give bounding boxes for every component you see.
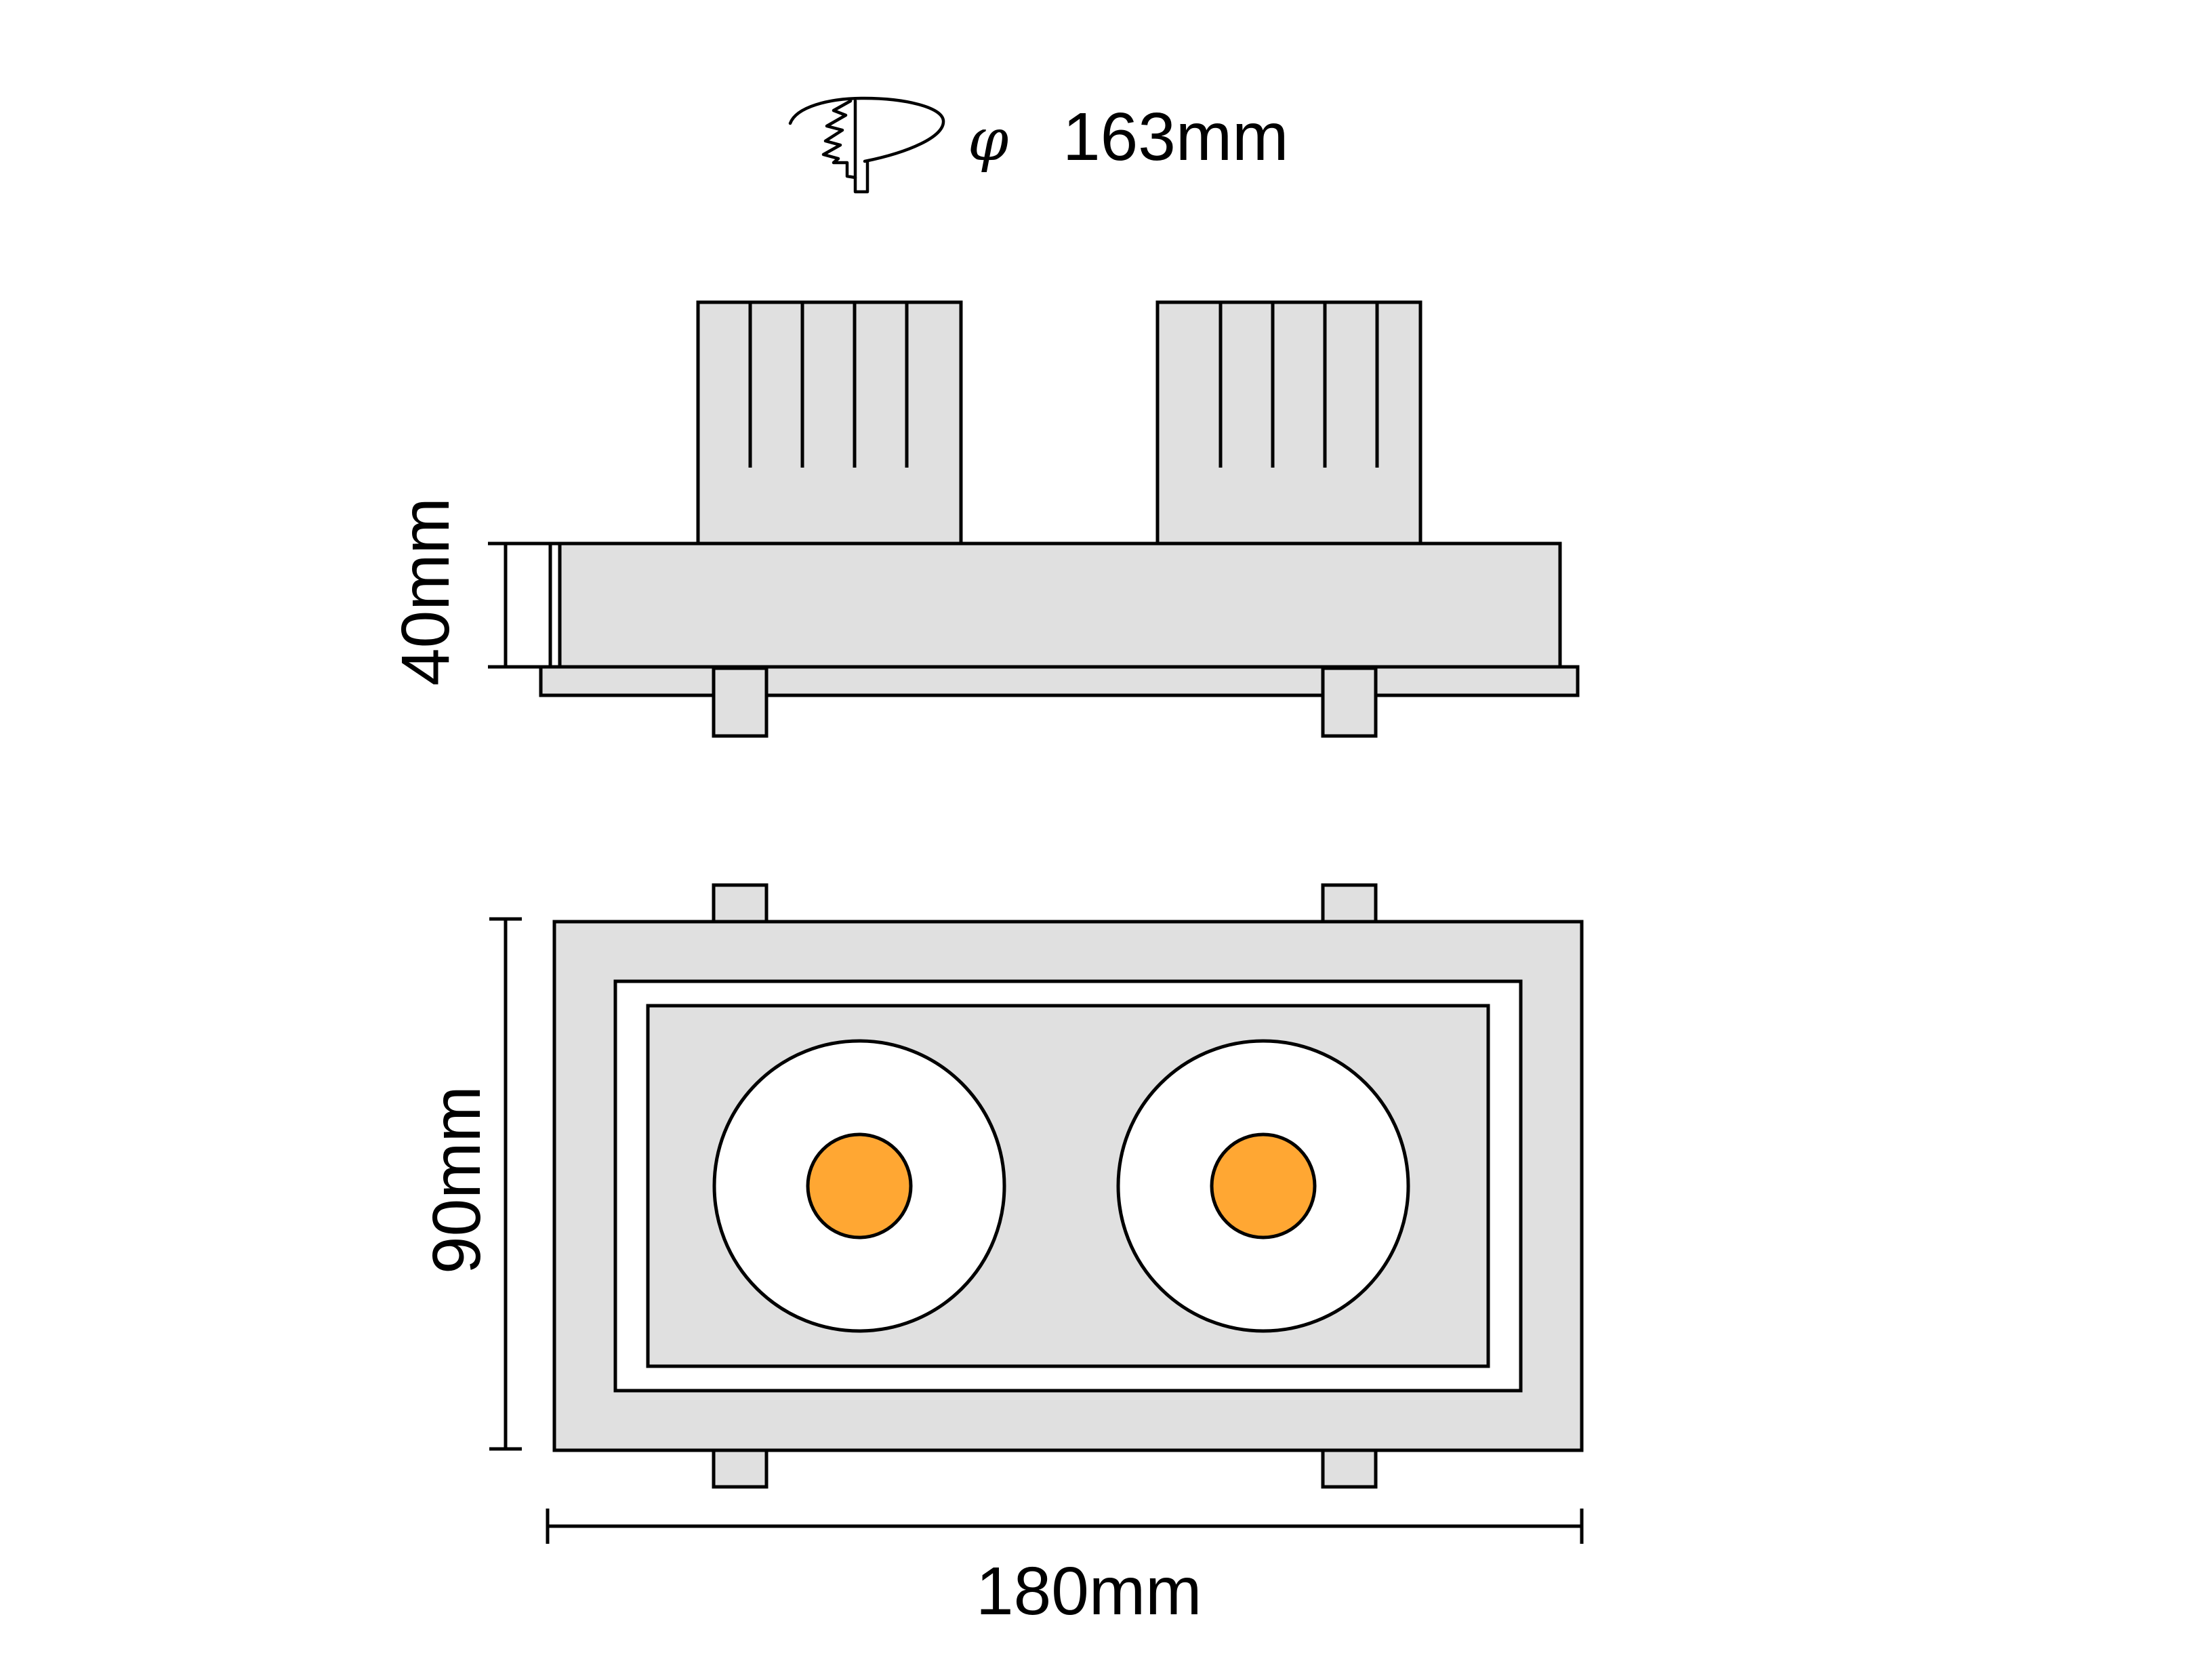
front-clip-bottom-left — [712, 1448, 769, 1489]
spring-clip-right — [1321, 666, 1378, 738]
cutout-diameter-symbol: φ — [968, 106, 1008, 174]
heat-sink-right-fins — [1218, 302, 1379, 468]
side-view: 40mm — [388, 300, 1580, 738]
depth-dimension-label: 90mm — [419, 1086, 495, 1274]
lamp-right — [1116, 1039, 1410, 1333]
lamp-left — [712, 1039, 1006, 1333]
height-dimension — [488, 541, 560, 669]
front-view: 90mm 180mm — [419, 883, 1584, 1629]
ceiling-cutout-icon — [788, 96, 945, 194]
housing-bezel — [539, 665, 1580, 697]
height-dimension-label: 40mm — [388, 497, 464, 686]
lamp-right-led — [1210, 1132, 1317, 1240]
front-clip-bottom-right — [1321, 1448, 1378, 1489]
heat-sink-left — [696, 300, 963, 546]
width-dimension-label: 180mm — [976, 1553, 1202, 1629]
width-dimension — [546, 1509, 1584, 1544]
housing-body — [558, 541, 1562, 669]
spring-clip-left — [712, 666, 769, 738]
front-clip-top-left — [712, 883, 769, 924]
heat-sink-left-fins — [748, 302, 909, 468]
cutout-indicator: φ 163mm — [788, 96, 1288, 194]
heat-sink-right — [1155, 300, 1422, 546]
cutout-diameter-value: 163mm — [1063, 99, 1288, 175]
lamp-left-led — [806, 1132, 913, 1240]
front-clip-top-right — [1321, 883, 1378, 924]
depth-dimension — [489, 917, 522, 1451]
